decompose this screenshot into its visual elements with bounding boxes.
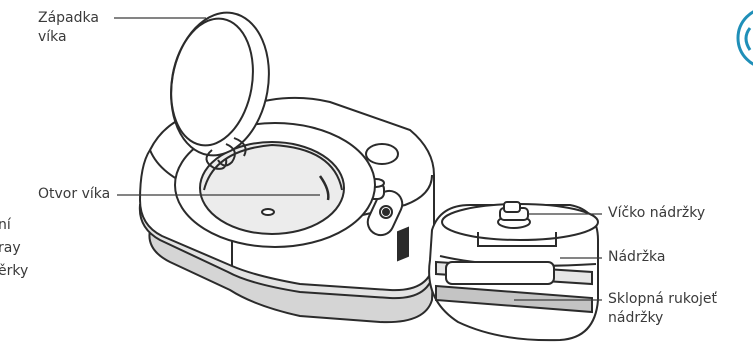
label-tank-handle-line2: nádržky bbox=[608, 309, 717, 328]
label-tank-handle-line1: Sklopná rukojeť bbox=[608, 290, 717, 309]
circle-badge-icon bbox=[738, 8, 753, 68]
label-tank: Nádržka bbox=[608, 248, 665, 267]
label-tank-cap: Víčko nádržky bbox=[608, 204, 705, 223]
label-lid-latch-line2: víka bbox=[38, 28, 99, 47]
cut-label-2: ray bbox=[0, 239, 21, 258]
cut-label-3: ěrky bbox=[0, 262, 28, 281]
cut-label-1: ní bbox=[0, 216, 11, 235]
label-lid-opening: Otvor víka bbox=[38, 185, 110, 204]
label-lid-latch-line1: Západka bbox=[38, 9, 99, 28]
label-lid-latch: Západka víka bbox=[38, 9, 99, 47]
label-tank-handle: Sklopná rukojeť nádržky bbox=[608, 290, 717, 328]
